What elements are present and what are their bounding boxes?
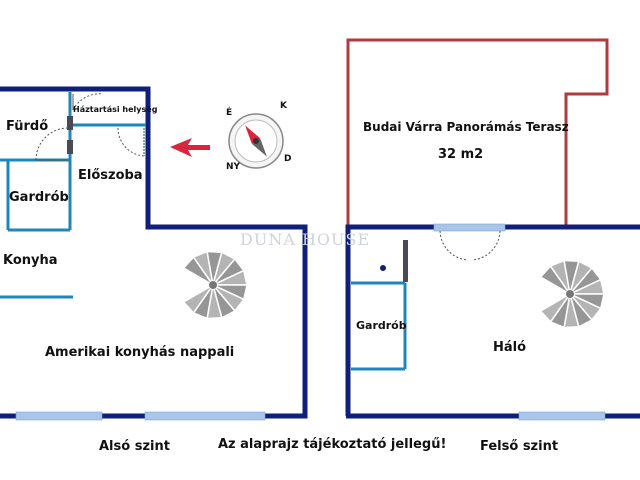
wall-pillar-1: [67, 116, 73, 130]
compass-letter-n: É: [226, 108, 233, 118]
room-label-living: Amerikai konyhás nappali: [45, 345, 235, 360]
room-label-bedroom: Háló: [493, 340, 527, 355]
room-label-wardrobe-lower: Gardrób: [9, 190, 69, 205]
watermark: DUNA HOUSE: [240, 230, 371, 249]
room-label-terrace: Budai Várra Panorámás Terasz: [363, 120, 569, 134]
entrance-arrow: [170, 138, 210, 157]
lower-floor-plan: [0, 86, 308, 421]
compass-letter-e: K: [280, 101, 287, 111]
terrace-door-left: [439, 230, 469, 261]
lower-window-1: [15, 411, 103, 421]
compass-letter-s: D: [284, 154, 292, 164]
stair-core: [566, 290, 574, 298]
stair-core: [209, 281, 217, 289]
upper-dot: [380, 265, 386, 271]
room-label-kitchen: Konyha: [3, 253, 58, 268]
terrace-door-right: [471, 230, 501, 261]
disclaimer: Az alaprajz tájékoztató jellegű!: [218, 437, 447, 452]
compass-letter-w: NY: [226, 162, 241, 172]
door-utility: [72, 93, 104, 111]
upper-partition: [403, 240, 408, 282]
terrace-area: 32 m2: [438, 147, 484, 162]
lower-window-2: [144, 411, 266, 421]
terrace-door-window: [433, 223, 506, 232]
wall-pillar-2: [67, 140, 73, 154]
caption-upper-floor: Felső szint: [480, 439, 559, 454]
upper-window: [518, 411, 606, 421]
caption-lower-floor: Alsó szint: [99, 439, 170, 454]
room-label-utility: Háztartási helység: [73, 105, 158, 114]
compass: [228, 113, 284, 169]
room-label-wardrobe-upper: Gardrób: [356, 319, 407, 332]
room-label-hallway: Előszoba: [78, 168, 143, 183]
door-hallway: [117, 127, 145, 157]
upper-outer-wall: [345, 224, 434, 416]
room-label-bathroom: Fürdő: [6, 119, 49, 134]
spiral-staircase-upper: [539, 259, 605, 329]
spiral-staircase-lower: [182, 250, 248, 320]
terrace-outline: [346, 38, 609, 227]
door-bathroom: [35, 127, 69, 161]
upper-floor-plan: [345, 38, 640, 421]
